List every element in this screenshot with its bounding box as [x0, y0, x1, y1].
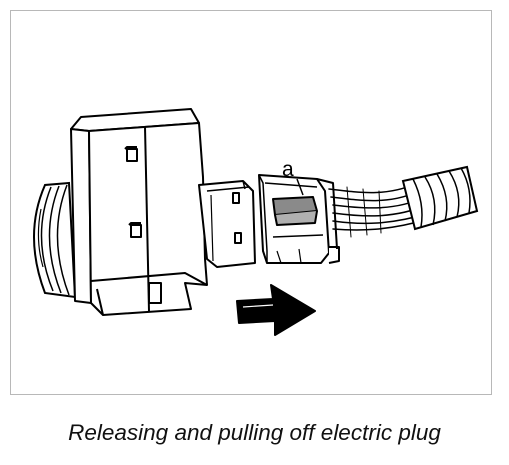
- cable-sleeve: [401, 165, 479, 231]
- arrow-right-icon: [236, 284, 316, 336]
- callout-label-a: a: [282, 158, 294, 181]
- switch-housing: [70, 108, 208, 316]
- figure-caption: Releasing and pulling off electric plug: [68, 420, 441, 445]
- threaded-collar: [33, 181, 77, 299]
- callout-a: a: [282, 158, 304, 196]
- illustration-frame: a: [10, 10, 492, 395]
- connector-illustration: a: [33, 108, 479, 336]
- callout-leader-line: [296, 178, 304, 196]
- socket-receptacle: [198, 180, 256, 268]
- electric-plug: [258, 174, 340, 264]
